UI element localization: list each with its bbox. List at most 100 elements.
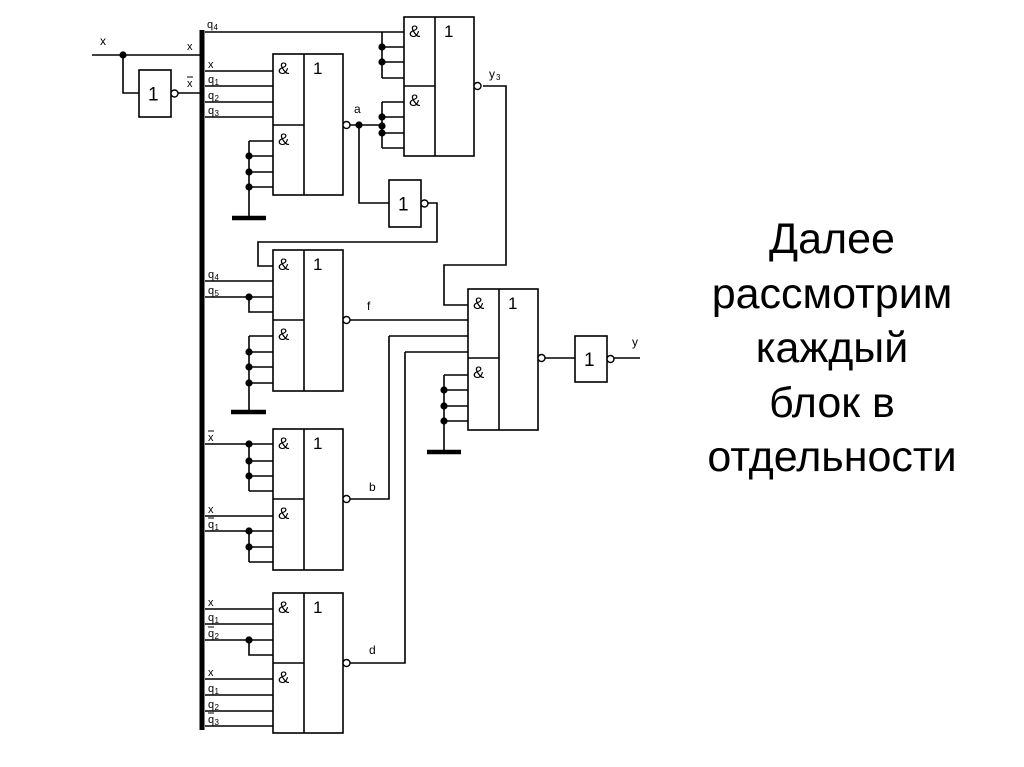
and-symbol: & (473, 363, 485, 382)
input-inverter (138, 69, 172, 118)
junction-dot (378, 113, 386, 121)
inversion-bubble (342, 658, 351, 668)
gate-d (272, 592, 344, 734)
signal-label-base: x (208, 597, 214, 609)
inverter-a (388, 179, 422, 228)
and-symbol: & (278, 325, 290, 344)
signal-label-base: q (207, 19, 213, 31)
bus-label-xbar: x (187, 76, 193, 90)
bus-label: x (208, 597, 214, 609)
wire (248, 297, 273, 313)
junction-dot (245, 363, 253, 371)
caption-line-4: блок в (769, 378, 895, 427)
junction-dot (378, 43, 386, 51)
junction-dot (378, 122, 386, 130)
signal-label-subscript: 5 (215, 289, 220, 298)
signal-label-base: q (208, 699, 214, 711)
inverter-input-wire (122, 55, 139, 94)
gate-a (272, 53, 344, 196)
signal-label-subscript: 1 (215, 523, 220, 532)
and-symbol: & (409, 91, 421, 110)
junction-dot (245, 636, 253, 644)
signal-label-f: f (367, 299, 371, 313)
signal-label-base: x (208, 432, 214, 444)
inversion-bubble (537, 353, 546, 363)
signal-label-y3: y (489, 67, 495, 81)
not-symbol: 1 (148, 85, 159, 106)
inversion-bubble (342, 494, 351, 504)
signal-label-subscript: 4 (215, 273, 220, 282)
signal-label-base: q (208, 612, 214, 624)
and-symbol: & (278, 59, 290, 78)
and-symbol: & (278, 598, 290, 617)
gate-f (272, 249, 344, 392)
signal-label-a: a (354, 102, 361, 116)
signal-label-y3-subscript: 3 (496, 73, 501, 82)
junction-dot (378, 129, 386, 137)
or-symbol: 1 (313, 59, 322, 78)
or-symbol: 1 (313, 598, 322, 617)
and-symbol: & (278, 255, 290, 274)
wire (358, 125, 389, 204)
not-symbol: 1 (398, 195, 409, 216)
signal-label-base: q (208, 74, 214, 86)
or-symbol: 1 (313, 255, 322, 274)
junction-dot (440, 417, 448, 425)
signal-label-base: q (208, 519, 214, 531)
junction-dot (245, 440, 253, 448)
junction-dot (245, 457, 253, 465)
and-symbol: & (278, 504, 290, 523)
signal-label-b: b (369, 480, 376, 494)
or-symbol: 1 (444, 22, 453, 41)
signal-label-d: d (369, 643, 376, 657)
inversion-bubble (420, 199, 429, 208)
inverted-a-wire (257, 202, 438, 267)
bus-label: x (208, 430, 214, 444)
signal-label-base: x (208, 59, 214, 71)
inversion-bubble (342, 120, 351, 130)
signal-label-base: q (208, 90, 214, 102)
signal-label-base: q (208, 105, 214, 117)
wire (248, 640, 273, 656)
signal-d-wire (350, 352, 406, 664)
signal-label-base: x (187, 78, 193, 90)
junction-dot (245, 168, 253, 176)
and-symbol: & (409, 22, 421, 41)
inversion-bubble (170, 89, 179, 98)
or-symbol: 1 (313, 434, 322, 453)
not-symbol: 1 (584, 350, 595, 371)
and-symbol: & (473, 294, 485, 313)
caption-line-1: Далее (769, 215, 895, 263)
signal-label-base: x (187, 41, 193, 53)
junction-dot (245, 293, 253, 301)
y3-wire (443, 85, 507, 306)
caption-line-3: каждый (755, 324, 909, 372)
signal-label-base: x (208, 667, 214, 679)
and-symbol: & (278, 668, 290, 687)
and-symbol: & (278, 130, 290, 149)
junction-dot (245, 527, 253, 535)
junction-dot (245, 472, 253, 480)
inversion-bubble (606, 354, 615, 364)
signal-label-subscript: 4 (214, 23, 219, 32)
caption-line-2: рассмотрим (711, 269, 953, 318)
junction-dot (245, 348, 253, 356)
signal-b-wire (350, 336, 390, 500)
inversion-bubble (342, 315, 351, 325)
or-symbol: 1 (508, 294, 517, 313)
signal-label-base: q (208, 714, 214, 726)
junction-dot (245, 152, 253, 160)
signal-label-subscript: 1 (215, 687, 220, 696)
bus-label: x (208, 667, 214, 679)
and-symbol: & (278, 434, 290, 453)
signal-label-subscript: 3 (215, 109, 220, 118)
